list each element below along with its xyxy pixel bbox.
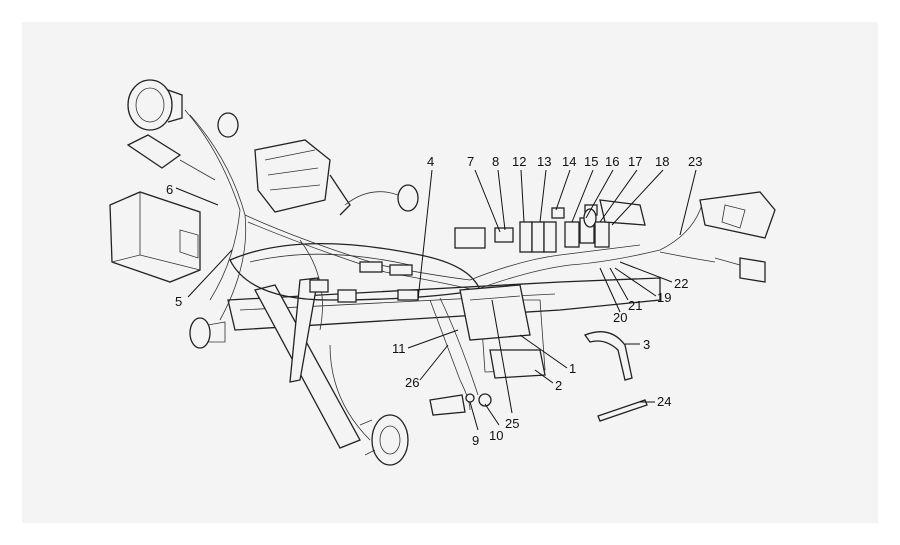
callout-23: 23 [688,154,702,169]
callout-26: 26 [405,375,419,390]
callout-18: 18 [655,154,669,169]
callout-12: 12 [512,154,526,169]
callout-1: 1 [569,361,576,376]
frame-tube [227,277,661,449]
clamp [583,331,633,381]
callout-9: 9 [472,433,479,448]
ignition-coil [359,414,409,466]
callout-13: 13 [537,154,551,169]
callout-3: 3 [643,337,650,352]
engine-sensor [429,393,492,416]
callout-11: 11 [392,341,406,356]
callout-10: 10 [489,428,503,443]
callout-25: 25 [505,416,519,431]
callout-2: 2 [555,378,562,393]
callout-8: 8 [492,154,499,169]
callout-4: 4 [427,154,434,169]
connector-cluster-left [217,112,419,216]
callout-24: 24 [657,394,671,409]
callout-7: 7 [467,154,474,169]
tail-light [699,191,776,239]
callout-20: 20 [613,310,627,325]
horn [189,317,226,349]
callout-6: 6 [166,182,173,197]
headlight [127,79,183,131]
battery-box [459,284,546,379]
callout-22: 22 [674,276,688,291]
instrument-panel [109,191,201,283]
callout-5: 5 [175,294,182,309]
handlebar-switch-left [126,134,216,181]
callout-16: 16 [605,154,619,169]
callout-15: 15 [584,154,598,169]
callout-17: 17 [628,154,642,169]
leader-lines [175,169,697,431]
rear-indicator [714,257,766,283]
callout-14: 14 [562,154,576,169]
callout-21: 21 [628,298,642,313]
callout-19: 19 [657,290,671,305]
cable-tie [597,399,648,422]
